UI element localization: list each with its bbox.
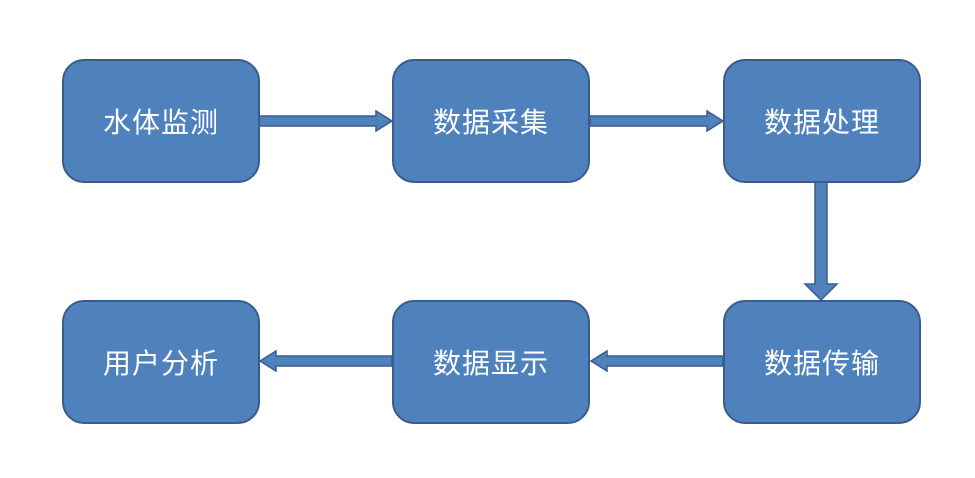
- arrow-collection-to-processing: [589, 109, 725, 133]
- node-data-processing: 数据处理: [723, 59, 921, 183]
- arrow-processing-to-transmission: [803, 181, 839, 302]
- node-data-collection: 数据采集: [392, 59, 590, 183]
- node-data-display: 数据显示: [392, 300, 590, 424]
- arrow-transmission-to-display: [589, 349, 724, 373]
- node-data-transmission: 数据传输: [723, 300, 921, 424]
- node-water-monitoring: 水体监测: [62, 59, 260, 183]
- arrow-monitoring-to-collection: [258, 109, 394, 133]
- node-user-analysis: 用户分析: [62, 300, 260, 424]
- arrow-display-to-analysis: [258, 349, 393, 373]
